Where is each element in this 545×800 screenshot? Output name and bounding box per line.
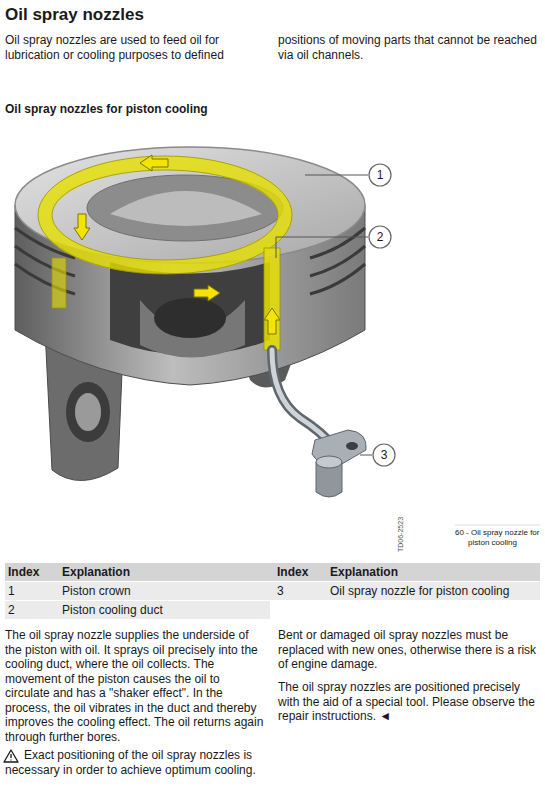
table-header: Explanation [330,564,398,580]
bracket-hole [346,442,358,450]
leader-line [360,455,372,456]
table-cell: 2 [8,602,15,618]
table-cell: Oil spray nozzle for piston cooling [330,583,509,599]
figure-code: TD06-2523 [396,517,405,552]
page-title: Oil spray nozzles [5,5,144,25]
callout-circle [369,226,391,248]
table-header-ground [5,563,540,581]
callout-number: 1 [369,164,391,186]
nozzle-body-top [316,456,342,468]
pin-boss [154,298,226,338]
warning-text: Exact positioning of the oil spray nozzl… [5,748,267,777]
nozzle-pipe-highlight [272,350,335,448]
oil-inlet-duct [264,248,280,350]
table-row-ground [5,582,540,600]
table-header: Index [8,564,39,580]
intro-text: Oil spray nozzles are used to feed oil f… [5,33,267,62]
section-heading: Oil spray nozzles for piston cooling [5,102,208,117]
oil-return-bore [52,258,66,308]
callout-number: 2 [369,226,391,248]
table-header: Explanation [62,564,130,580]
leader-line [276,237,368,258]
ring-groove [310,264,365,294]
table-cell: Piston cooling duct [62,602,163,618]
pin-bore-inner [75,393,101,431]
callout-number: 3 [373,444,395,466]
body-text: The oil spray nozzle supplies the unders… [5,628,267,744]
flow-arrow [264,308,280,334]
caption-rule [455,525,540,526]
table-cell: Piston crown [62,583,131,599]
warning-symbol-mark [10,754,11,761]
leader-line [305,175,368,176]
table-header: Index [277,564,308,580]
body-text: The oil spray nozzles are positioned pre… [278,680,540,724]
cooling-duct-edge [38,156,292,274]
pin-bore [66,382,110,442]
callout-circle [369,164,391,186]
flow-arrow [194,285,220,301]
table-cell: 1 [8,583,15,599]
cooling-duct [45,163,285,267]
intro-text: positions of moving parts that cannot be… [278,33,540,62]
cooling-duct-edge [52,170,278,260]
table-row-ground [5,601,270,619]
callout-circle [373,444,395,466]
nozzle-pipe [272,350,335,448]
figure-caption: 60 - Oil spray nozzle for piston cooling [455,528,545,548]
flow-arrow [74,214,90,240]
bowl-cone [110,191,262,226]
warning-symbol [4,750,18,762]
flow-arrow [140,155,168,171]
body-text: Bent or damaged oil spray nozzles must b… [278,628,540,672]
table-cell: 3 [277,583,284,599]
